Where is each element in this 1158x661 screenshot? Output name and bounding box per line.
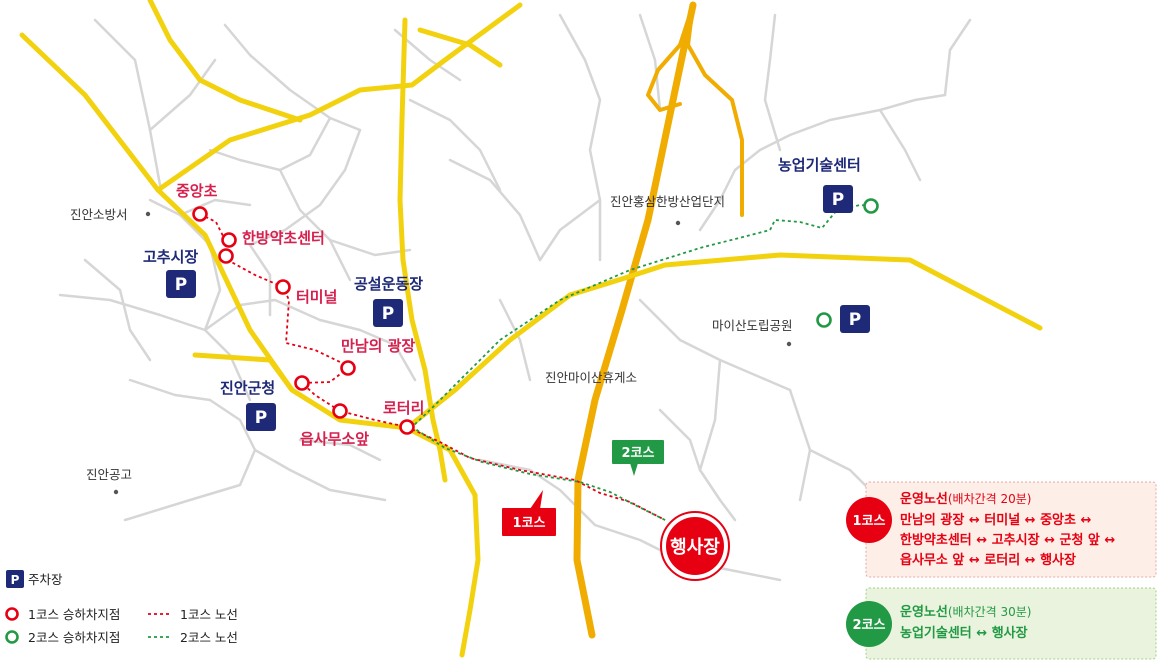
course2-tag-text: 2코스	[622, 446, 655, 461]
place-dot	[675, 220, 681, 226]
place-dot	[113, 489, 119, 495]
label-nongup: 농업기술센터	[778, 156, 861, 174]
course1-info-line1: 만남의 광장 ↔ 터미널 ↔ 중앙초 ↔	[900, 512, 1092, 528]
label-gochu: 고추시장	[143, 248, 198, 266]
legend-course2-route: 2코스 노선	[148, 630, 238, 645]
stop-marker-hanbang[interactable]	[221, 232, 237, 248]
label-mannam: 만남의 광장	[341, 337, 415, 355]
parking-markers: P P P P P	[166, 185, 870, 431]
label-gongseol: 공설운동장	[354, 275, 423, 293]
course1-info-line3: 읍사무소 앞 ↔ 로터리 ↔ 행사장	[900, 552, 1076, 568]
label-hongsam-complex: 진안홍삼한방산업단지	[610, 194, 725, 209]
legend-parking-label: 주차장	[28, 572, 63, 587]
course1-tag-text: 1코스	[513, 516, 546, 531]
legend: P 주차장 1코스 승하차지점 1코스 노선 2코스 승하차지점 2코스 노선	[5, 570, 238, 645]
parking-symbol: P	[382, 304, 394, 324]
parking-symbol: P	[255, 408, 267, 428]
label-maisan-park: 마이산도립공원	[712, 318, 793, 333]
svg-text:운영노선(배차간격 20분): 운영노선(배차간격 20분)	[900, 491, 1032, 507]
parking-icon[interactable]: P	[373, 299, 403, 327]
legend-course1-stop-label: 1코스 승하차지점	[28, 607, 120, 622]
label-rotary: 로터리	[383, 399, 424, 417]
expressway	[573, 1, 744, 639]
course2-info-interval: (배차간격 30분)	[948, 605, 1032, 619]
place-dot	[145, 211, 151, 217]
course2-tag: 2코스	[612, 440, 664, 476]
svg-text:운영노선(배차간격 30분): 운영노선(배차간격 30분)	[900, 604, 1032, 620]
stop-marker-gunchung[interactable]	[294, 375, 310, 391]
event-venue-marker[interactable]: 행사장	[660, 511, 730, 581]
course1-route	[199, 213, 666, 521]
label-jungangcho: 중앙초	[176, 182, 218, 200]
parking-icon[interactable]: P	[823, 185, 853, 213]
legend-course1-route-label: 1코스 노선	[180, 607, 238, 622]
parking-icon[interactable]: P	[840, 305, 870, 333]
course2-info-title: 운영노선	[900, 604, 948, 620]
stop-marker-rotary[interactable]	[399, 419, 415, 435]
parking-symbol: P	[832, 190, 844, 210]
legend-parking: P 주차장	[6, 570, 63, 588]
stop-marker-gochu[interactable]	[218, 248, 234, 264]
stop-marker-mannam[interactable]	[340, 360, 356, 376]
stop-marker-nongup[interactable]	[863, 198, 879, 214]
course2-info-box: 2코스 운영노선(배차간격 30분) 농업기술센터 ↔ 행사장	[846, 587, 1157, 660]
parking-symbol: P	[175, 275, 187, 295]
course1-stop-markers	[192, 206, 415, 435]
legend-parking-symbol: P	[11, 573, 20, 587]
place-dot	[786, 341, 792, 347]
label-rest-area: 진안마이산휴게소	[545, 370, 637, 385]
minor-roads	[58, 13, 972, 582]
place-dots	[113, 211, 792, 495]
course1-info-box: 1코스 운영노선(배차간격 20분) 만남의 광장 ↔ 터미널 ↔ 중앙초 ↔ …	[846, 481, 1157, 578]
legend-course2-route-label: 2코스 노선	[180, 630, 238, 645]
parking-icon[interactable]: P	[166, 270, 196, 298]
course1-info-title: 운영노선	[900, 491, 948, 507]
course2-info-line1: 농업기술센터 ↔ 행사장	[900, 625, 1028, 641]
legend-course1-stop: 1코스 승하차지점	[5, 607, 120, 622]
course1-tag: 1코스	[502, 490, 556, 536]
label-hanbang: 한방약초센터	[242, 229, 325, 247]
parking-icon[interactable]: P	[246, 403, 276, 431]
event-venue-label: 행사장	[670, 537, 720, 558]
parking-symbol: P	[849, 310, 861, 330]
label-technical-school: 진안공고	[86, 467, 132, 482]
legend-course2-stop: 2코스 승하차지점	[5, 630, 120, 645]
legend-course2-stop-label: 2코스 승하차지점	[28, 630, 120, 645]
main-roads	[19, 0, 1043, 658]
label-fire-station: 진안소방서	[70, 207, 128, 222]
stop-marker-maisan[interactable]	[816, 312, 832, 328]
course1-info-interval: (배차간격 20분)	[948, 492, 1032, 506]
label-gunchung: 진안군청	[220, 379, 275, 397]
course2-stop-markers	[816, 198, 879, 328]
course1-info-badge: 1코스	[853, 514, 886, 529]
course2-info-badge: 2코스	[853, 618, 886, 633]
legend-course1-route: 1코스 노선	[148, 607, 238, 622]
label-eupsamuso: 읍사무소앞	[300, 430, 369, 448]
stop-marker-jungangcho[interactable]	[192, 206, 208, 222]
stop-marker-terminal[interactable]	[275, 279, 291, 295]
label-terminal: 터미널	[296, 288, 337, 306]
map-labels: 중앙초 한방약초센터 고추시장 터미널 공설운동장 만남의 광장 진안군청 로터…	[70, 156, 861, 482]
course2-route	[410, 204, 872, 521]
stop-marker-eupsamuso[interactable]	[332, 403, 348, 419]
course1-info-line2: 한방약초센터 ↔ 고추시장 ↔ 군청 앞 ↔	[900, 532, 1115, 548]
